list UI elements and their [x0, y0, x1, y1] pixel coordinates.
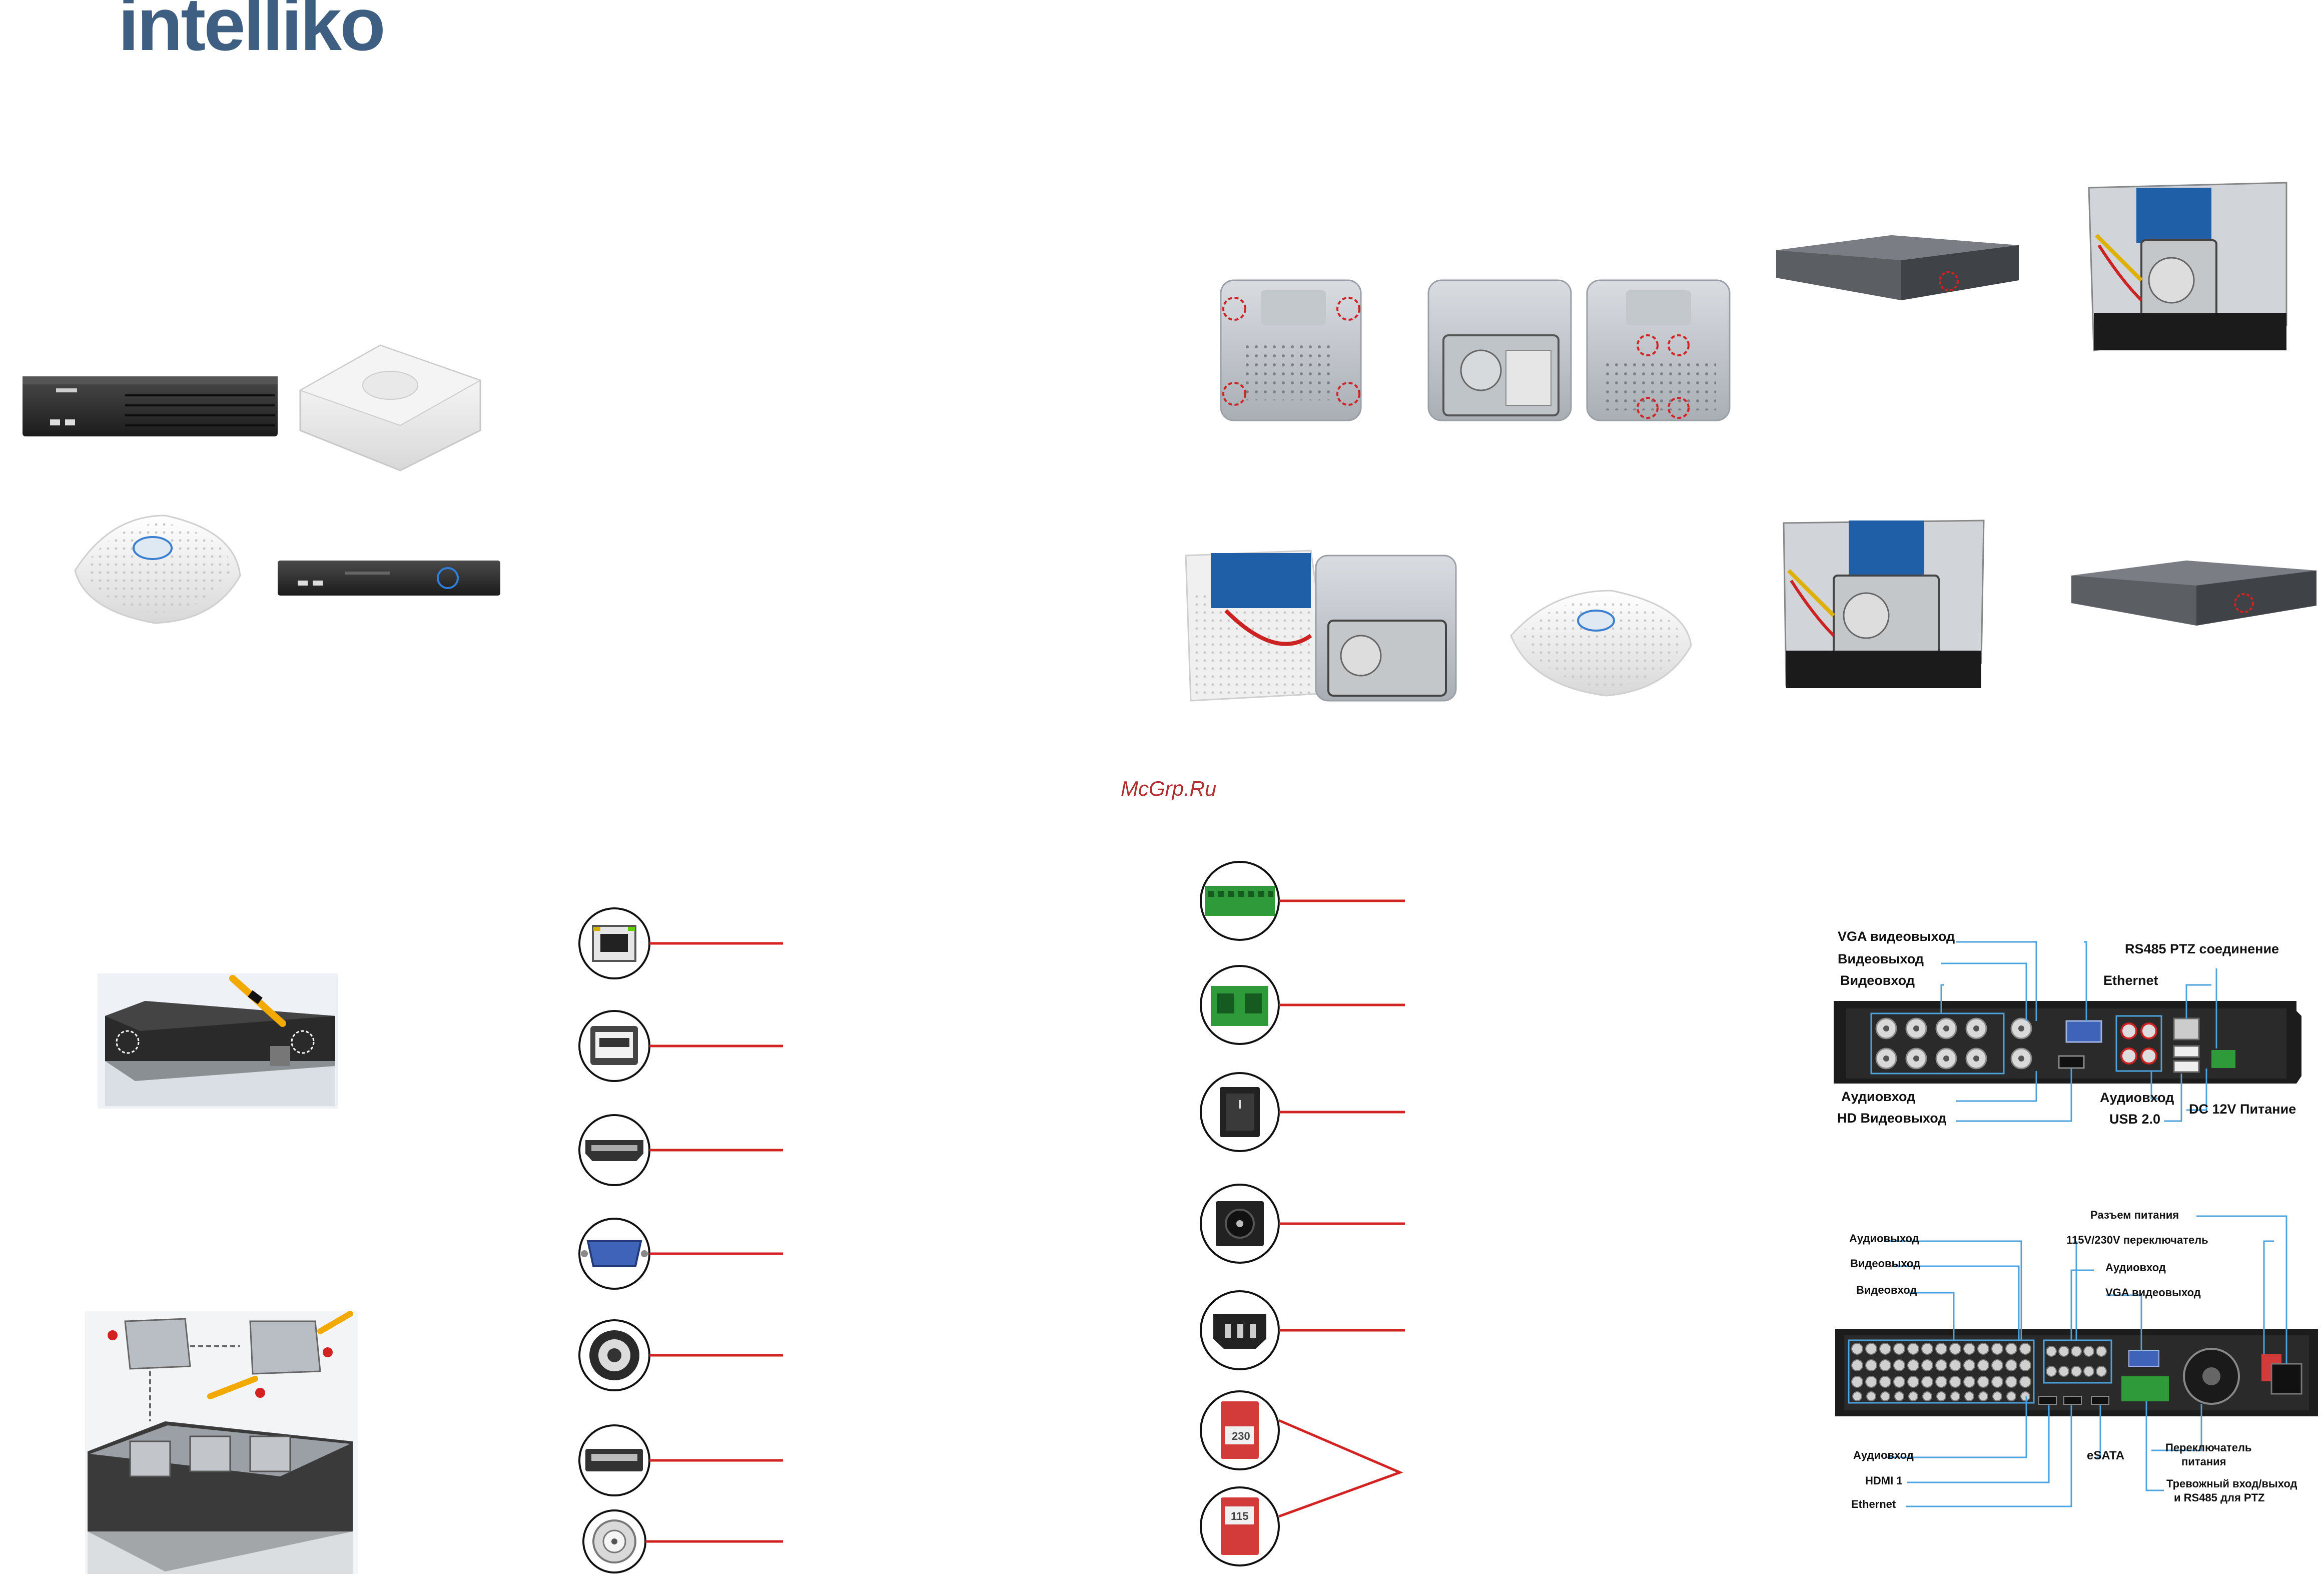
usb-port-icon [578, 1010, 783, 1082]
dvr-2u-hdd-install-photo [85, 1311, 358, 1574]
dc-jack-icon [1200, 1184, 1405, 1264]
bnc-group [1870, 1012, 2032, 1075]
label-alarm-line1: Тревожный вход/выход [2166, 1477, 2297, 1490]
iec-power-socket-icon [1200, 1290, 1405, 1370]
dvr-cover-removal-photo [98, 973, 338, 1109]
label-power-connector: Разъем питания [2090, 1209, 2179, 1221]
label-usb: USB 2.0 [2109, 1112, 2160, 1127]
label-ethernet: Ethernet [2103, 973, 2158, 988]
terminal-block-icon [1200, 861, 1405, 941]
rear-panel-diagram-2: Разъем питания 115V/230V переключатель А… [1835, 1209, 2318, 1510]
voltage-label-115: 115 [1231, 1510, 1249, 1522]
label-vga-out-2: VGA видеовыход [2105, 1286, 2201, 1299]
label-audio-in-2: Аудиовход [1853, 1449, 1914, 1461]
dvr-slim-black-photo [278, 561, 500, 596]
nvr-white-square-photo [299, 344, 482, 471]
brand-logo: intelliko [118, 0, 384, 66]
ethernet-port-icon [578, 907, 783, 979]
label-power-switch-line2: питания [2181, 1455, 2226, 1468]
label-video-out: Видеовыход [1838, 951, 1924, 966]
rocker-switch-icon [1200, 1072, 1405, 1152]
nvr-round-white-photo-2 [1510, 590, 1692, 697]
rear-panel-diagram-1: VGA видеовыход Видеовыход Видеовход Ауди… [1834, 929, 2301, 1127]
bnc-port-icon [582, 1509, 783, 1573]
hdd-install-plate-with-disk [1427, 279, 1572, 421]
dvr-open-case-photo-1 [2088, 182, 2287, 351]
label-esata: eSATA [2087, 1449, 2124, 1462]
nvr-rack-photo [23, 376, 278, 436]
hdd-install-bottom-plate [1220, 279, 1362, 421]
dvr-closed-case-photo-2 [2071, 561, 2316, 626]
label-dc12v: DC 12V Питание [2189, 1102, 2296, 1117]
label-power-switch-line1: Переключатель [2165, 1441, 2251, 1454]
dvr-closed-case-photo-1 [1776, 235, 2019, 300]
esata-port-icon [578, 1424, 783, 1496]
label-audio-out: Аудиовход [2100, 1090, 2174, 1105]
nvr-round-white-photo [74, 514, 241, 624]
connector-legend-right: 230 115 [1200, 861, 1405, 1566]
label-alarm-line2: и RS485 для PTZ [2174, 1491, 2264, 1504]
watermark: McGrp.Ru [1121, 777, 1216, 800]
label-video-in: Видеовход [1840, 973, 1915, 988]
label-vga-out: VGA видеовыход [1838, 929, 1955, 944]
label-voltage-switch: 115V/230V переключатель [2066, 1234, 2208, 1246]
hdd-install-plate-screws [1586, 279, 1731, 421]
label-hdmi: HDMI 1 [1865, 1474, 1903, 1487]
dvr-open-case-photo-2 [1783, 519, 1985, 688]
nvr-open-white-case-photo [1185, 550, 1457, 702]
label-video-out-2: Видеовыход [1850, 1257, 1920, 1270]
hdmi-port-icon [578, 1114, 783, 1186]
two-pin-terminal-icon [1200, 965, 1405, 1045]
label-hd-video-out: HD Видеовыход [1837, 1111, 1947, 1126]
vga-port-icon [578, 1218, 783, 1290]
label-ethernet-2: Ethernet [1851, 1498, 1896, 1510]
label-rs485: RS485 PTZ соединение [2125, 941, 2279, 956]
rca-port-icon [578, 1319, 783, 1391]
connector-legend-left [578, 907, 783, 1573]
voltage-switch-115-icon: 115 [1200, 1486, 1280, 1566]
voltage-label-230: 230 [1232, 1430, 1250, 1442]
label-video-in-2: Видеовход [1856, 1284, 1917, 1296]
label-audio-out-top: Аудиовыход [1849, 1232, 1919, 1245]
voltage-switch-230-icon: 230 [1200, 1390, 1280, 1470]
label-audio-in: Аудиовход [1841, 1089, 1915, 1104]
label-audio-in-mid: Аудиовход [2105, 1261, 2166, 1274]
